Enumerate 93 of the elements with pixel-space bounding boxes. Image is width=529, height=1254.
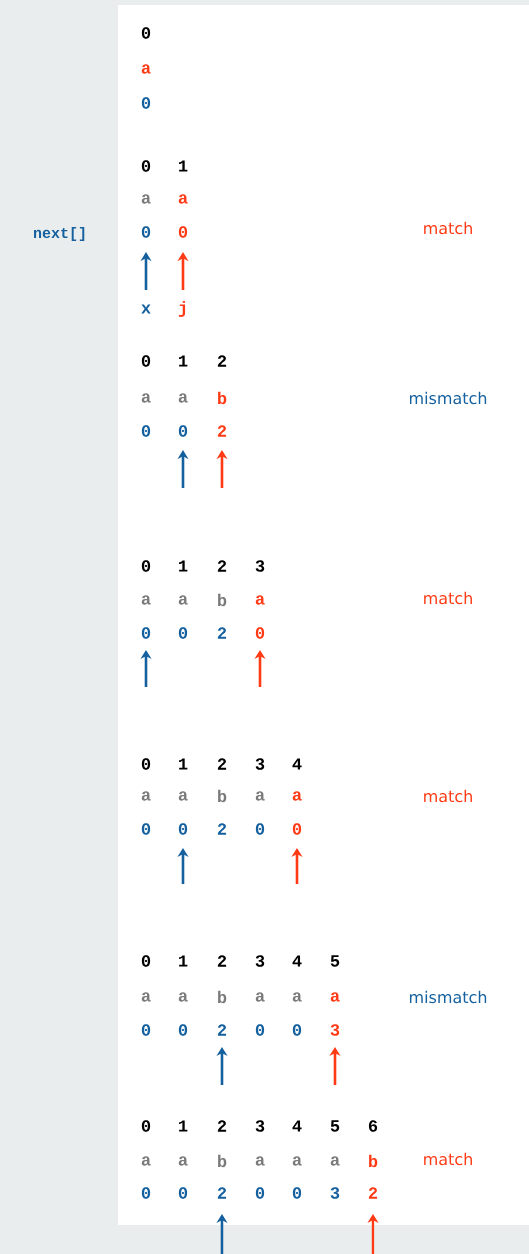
status-label: match	[424, 1152, 472, 1166]
next-value: 0	[141, 1187, 151, 1199]
pattern-character: b	[218, 1154, 227, 1168]
pattern-character: a	[141, 393, 151, 403]
index-label: 0	[141, 27, 151, 39]
index-label: 4	[292, 1120, 302, 1132]
pattern-character: a	[292, 992, 302, 1002]
index-label: 1	[179, 758, 188, 770]
next-value: 2	[217, 1187, 227, 1199]
pattern-character: a	[292, 791, 302, 801]
next-value: 0	[141, 627, 151, 639]
index-label: 0	[141, 355, 151, 367]
index-label: 2	[217, 355, 227, 367]
status-label: mismatch	[409, 990, 487, 1004]
pattern-character: a	[330, 1156, 340, 1166]
pattern-character: a	[178, 595, 188, 605]
pattern-character: a	[141, 1156, 151, 1166]
pattern-character: a	[141, 595, 151, 605]
next-value: 0	[178, 425, 188, 437]
index-label: 3	[255, 1120, 265, 1132]
index-label: 3	[255, 758, 265, 770]
index-label: 3	[255, 955, 265, 967]
next-value: 0	[178, 823, 188, 835]
next-value: 0	[292, 1187, 302, 1199]
index-label: 1	[179, 1120, 188, 1132]
next-value: 0	[255, 1187, 265, 1199]
next-value: 0	[255, 1024, 265, 1036]
index-label: 0	[141, 160, 151, 172]
next-value: 0	[255, 627, 265, 639]
next-value: 0	[292, 1024, 302, 1036]
next-value: 2	[368, 1187, 378, 1199]
pattern-character: a	[255, 1156, 265, 1166]
index-label: 4	[292, 955, 302, 967]
index-label: 2	[217, 1120, 227, 1132]
array-name: next[]	[34, 227, 85, 241]
pattern-character: b	[218, 391, 227, 405]
index-label: 0	[141, 560, 151, 572]
pattern-character: a	[178, 992, 188, 1002]
pattern-character: b	[218, 593, 227, 607]
pattern-character: a	[255, 992, 265, 1002]
next-value: 0	[141, 425, 151, 437]
pattern-character: a	[141, 64, 151, 74]
index-label: 5	[330, 1120, 340, 1132]
index-label: 1	[179, 160, 188, 172]
index-label: 0	[141, 758, 151, 770]
pattern-character: a	[330, 992, 340, 1002]
pattern-character: b	[369, 1154, 378, 1168]
index-label: 4	[292, 758, 302, 770]
pattern-character: a	[141, 992, 151, 1002]
status-label: match	[424, 591, 472, 605]
next-value: 2	[217, 425, 227, 437]
status-label: match	[424, 789, 472, 803]
index-label: 0	[141, 1120, 151, 1132]
index-label: 2	[217, 560, 227, 572]
pattern-character: a	[255, 791, 265, 801]
index-label: 1	[179, 355, 188, 367]
pattern-character: a	[178, 194, 188, 204]
index-label: 0	[141, 955, 151, 967]
variable-label: x	[141, 304, 151, 314]
pattern-character: a	[178, 393, 188, 403]
status-label: match	[424, 221, 472, 235]
index-label: 3	[255, 560, 265, 572]
index-label: 6	[368, 1120, 378, 1132]
pattern-character: b	[218, 990, 227, 1004]
status-label: mismatch	[409, 391, 487, 405]
pattern-character: a	[292, 1156, 302, 1166]
next-value: 0	[255, 823, 265, 835]
pattern-character: a	[255, 595, 265, 605]
index-label: 2	[217, 955, 227, 967]
next-value: 3	[330, 1187, 340, 1199]
index-label: 1	[179, 955, 188, 967]
index-label: 2	[217, 758, 227, 770]
next-value: 0	[178, 226, 188, 238]
pattern-character: a	[141, 791, 151, 801]
next-value: 3	[330, 1024, 340, 1036]
pattern-character: a	[178, 1156, 188, 1166]
next-value: 0	[141, 97, 151, 109]
pattern-character: b	[218, 789, 227, 803]
variable-label: j	[178, 301, 186, 317]
next-value: 0	[178, 1024, 188, 1036]
next-value: 2	[217, 1024, 227, 1036]
index-label: 5	[330, 955, 340, 967]
next-value: 0	[141, 226, 151, 238]
next-value: 2	[217, 823, 227, 835]
next-value: 0	[178, 1187, 188, 1199]
pattern-character: a	[141, 194, 151, 204]
next-value: 0	[178, 627, 188, 639]
next-value: 2	[217, 627, 227, 639]
next-value: 0	[292, 823, 302, 835]
pattern-character: a	[178, 791, 188, 801]
next-value: 0	[141, 1024, 151, 1036]
index-label: 1	[179, 560, 188, 572]
next-value: 0	[141, 823, 151, 835]
